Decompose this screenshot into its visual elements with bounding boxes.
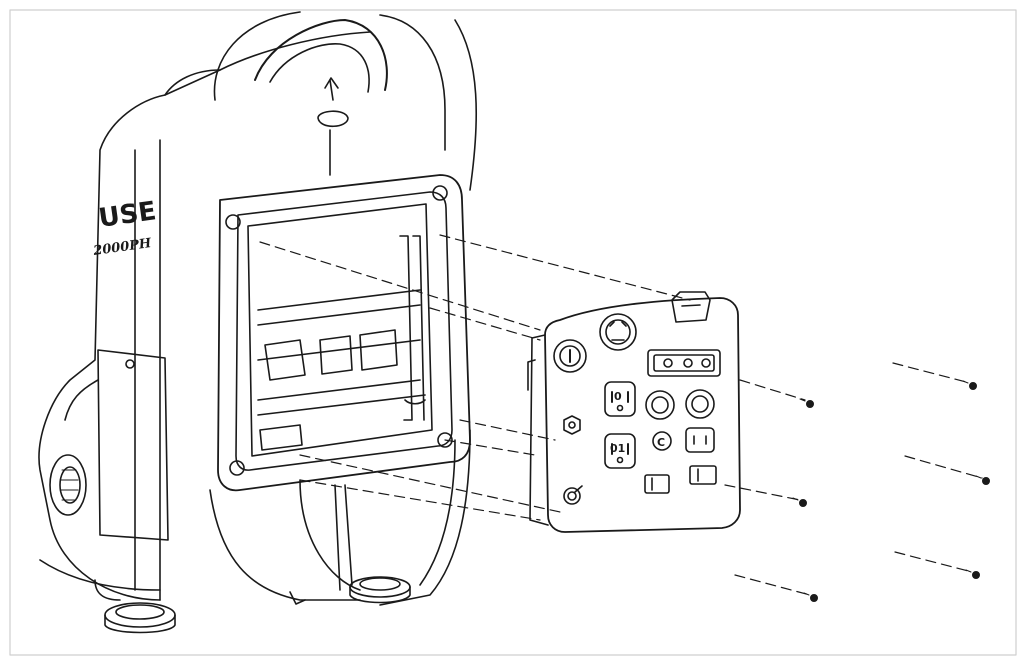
panel-labels: 0 01 C — [610, 390, 665, 455]
control-panel — [527, 291, 741, 533]
screw-icon — [975, 475, 990, 485]
screws — [792, 380, 990, 602]
image-border — [9, 9, 1017, 656]
panel-opening-frame — [217, 174, 471, 492]
screw-icon — [962, 380, 977, 390]
explosion-lines — [259, 234, 983, 596]
brand-logo: USE 2000PH — [91, 196, 158, 259]
screw-icon — [792, 497, 807, 507]
outlet-label-top: 0 — [614, 390, 622, 403]
screw-icon — [803, 592, 818, 602]
screw-icon — [799, 398, 814, 408]
brand-model-text: 2000PH — [91, 236, 152, 259]
outlet-label-small: C — [657, 436, 665, 449]
brand-logo-text: USE — [97, 196, 158, 234]
outlet-label-mid: 01 — [610, 442, 625, 455]
generator-body — [38, 11, 478, 634]
screw-icon — [965, 569, 980, 579]
